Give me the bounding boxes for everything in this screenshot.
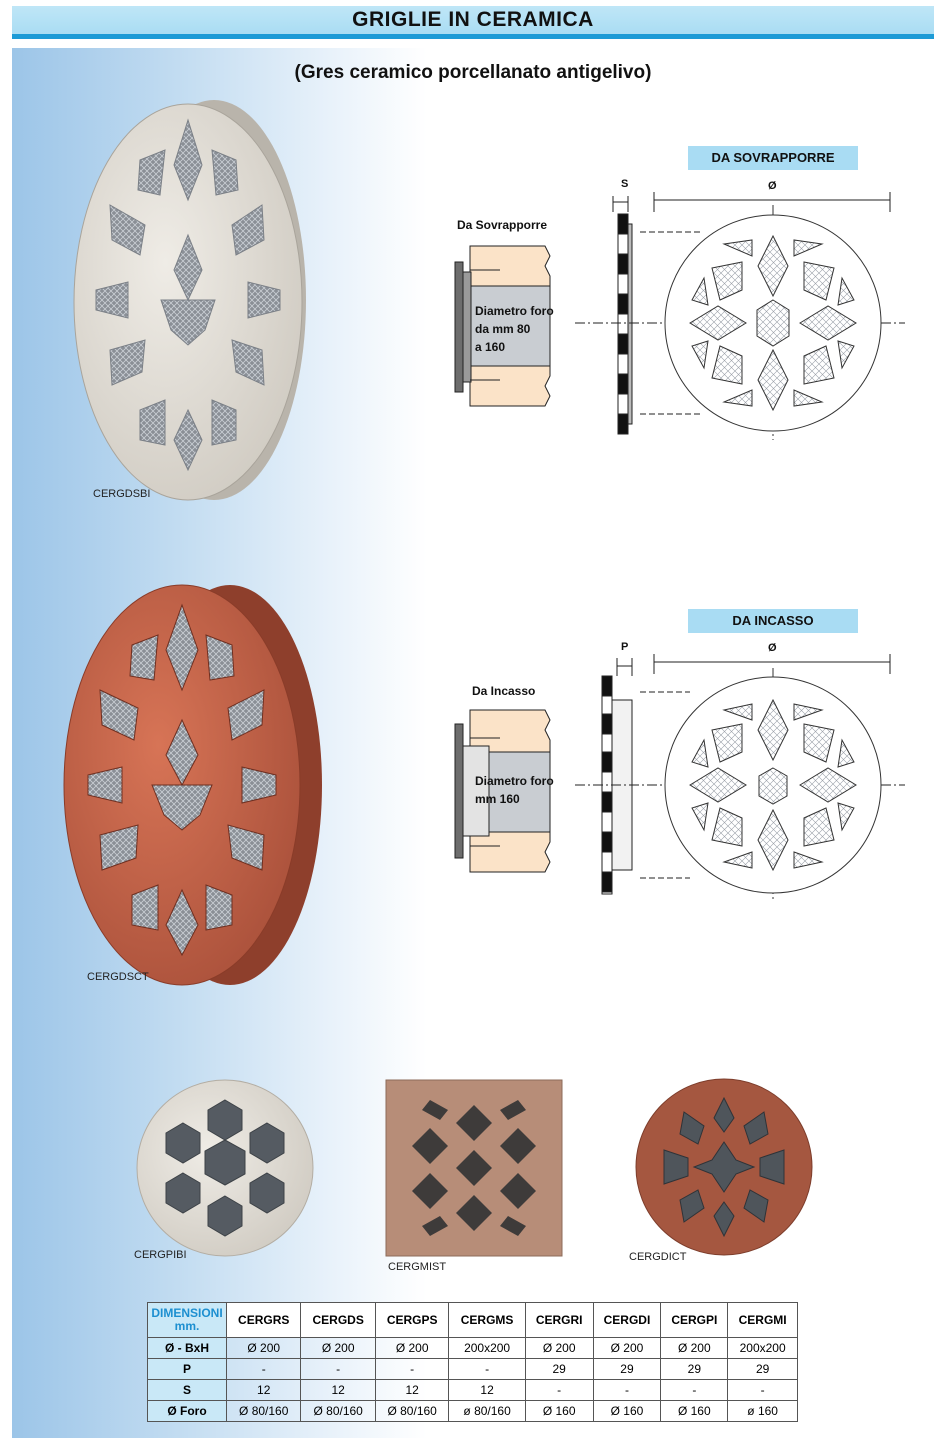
- col-header: CERGRS: [225, 1302, 302, 1338]
- table-cell: -: [448, 1358, 526, 1380]
- grille-ivory-large: [73, 100, 306, 501]
- table-cell: -: [524, 1379, 594, 1401]
- table-corner: DIMENSIONI mm.: [147, 1302, 227, 1338]
- header-band: [12, 6, 934, 36]
- product-code-cergdsbi: CERGDSBI: [93, 488, 151, 500]
- page-subtitle: (Gres ceramico porcellanato antigelivo): [294, 62, 652, 83]
- table-cell: -: [374, 1358, 450, 1380]
- product-code-cergdsct: CERGDSCT: [87, 971, 149, 983]
- table-cell: 12: [300, 1379, 376, 1401]
- table-cell: Ø 80/160: [225, 1400, 302, 1422]
- table-header-row: DIMENSIONI mm. CERGRS CERGDS CERGPS CERG…: [147, 1302, 798, 1338]
- table-cell: Ø 200: [524, 1337, 594, 1359]
- row-label: Ø - BxH: [147, 1337, 227, 1359]
- table-cell: 200x200: [727, 1337, 798, 1359]
- table-cell: Ø 80/160: [374, 1400, 450, 1422]
- row-label: S: [147, 1379, 227, 1401]
- table-cell: -: [592, 1379, 662, 1401]
- table-cell: Ø 160: [592, 1400, 662, 1422]
- table-cell: Ø 200: [225, 1337, 302, 1359]
- product-code-cergdict: CERGDICT: [629, 1251, 687, 1263]
- grille-terracotta-small: [635, 1078, 813, 1256]
- table-cell: Ø 200: [660, 1337, 729, 1359]
- caption-da-incasso: Da Incasso: [472, 684, 536, 698]
- table-row: P - - - - 29 29 29 29: [147, 1358, 798, 1380]
- col-header: CERGDS: [300, 1302, 376, 1338]
- table-cell: -: [660, 1379, 729, 1401]
- col-header: CERGRI: [524, 1302, 594, 1338]
- caption-da-sovrapporre: Da Sovrapporre: [457, 218, 548, 232]
- table-cell: 29: [524, 1358, 594, 1380]
- front-view-sovrapporre: [664, 205, 882, 440]
- table-cell: 200x200: [448, 1337, 526, 1359]
- tag-da-sovrapporre: DA SOVRAPPORRE: [688, 146, 858, 170]
- table-row: S 12 12 12 12 - - - -: [147, 1379, 798, 1401]
- section-view-sovrapporre: [454, 192, 905, 435]
- table-cell: -: [300, 1358, 376, 1380]
- dimensions-table: DIMENSIONI mm. CERGRS CERGDS CERGPS CERG…: [147, 1302, 798, 1422]
- col-header: CERGPS: [374, 1302, 450, 1338]
- col-header: CERGMI: [727, 1302, 798, 1338]
- table-cell: 29: [660, 1358, 729, 1380]
- table-cell: 29: [727, 1358, 798, 1380]
- hole-diameter-text-bottom: Diametro foro mm 160: [475, 774, 554, 806]
- table-cell: Ø 200: [592, 1337, 662, 1359]
- header-rule: [12, 34, 934, 39]
- hole-diameter-text-top: Diametro foro da mm 80 a 160: [475, 304, 554, 354]
- product-code-cergmist: CERGMIST: [388, 1261, 447, 1273]
- grille-terracotta-large: [63, 584, 322, 986]
- dim-s-label: S: [621, 178, 629, 190]
- table-cell: Ø 80/160: [300, 1400, 376, 1422]
- dim-p-label: P: [621, 641, 629, 653]
- table-cell: 12: [448, 1379, 526, 1401]
- product-code-cergpibi: CERGPIBI: [134, 1249, 187, 1261]
- table-cell: 12: [374, 1379, 450, 1401]
- grille-square-marble: [385, 1079, 563, 1257]
- table-cell: 12: [225, 1379, 302, 1401]
- grille-ivory-hexagon: [136, 1079, 314, 1257]
- table-cell: Ø 160: [660, 1400, 729, 1422]
- col-header: CERGMS: [448, 1302, 526, 1338]
- table-row: Ø - BxH Ø 200 Ø 200 Ø 200 200x200 Ø 200 …: [147, 1337, 798, 1359]
- front-view-incasso: [664, 668, 882, 900]
- col-header: CERGDI: [592, 1302, 662, 1338]
- table-cell: Ø 200: [300, 1337, 376, 1359]
- page-title: GRIGLIE IN CERAMICA: [352, 8, 594, 31]
- col-header: CERGPI: [660, 1302, 729, 1338]
- table-cell: ø 160: [727, 1400, 798, 1422]
- table-row: Ø Foro Ø 80/160 Ø 80/160 Ø 80/160 ø 80/1…: [147, 1400, 798, 1422]
- tag-da-incasso: DA INCASSO: [688, 609, 858, 633]
- table-cell: Ø 160: [524, 1400, 594, 1422]
- table-cell: ø 80/160: [448, 1400, 526, 1422]
- table-cell: 29: [592, 1358, 662, 1380]
- row-label: P: [147, 1358, 227, 1380]
- table-cell: -: [727, 1379, 798, 1401]
- table-cell: -: [225, 1358, 302, 1380]
- dim-diameter-label-bottom: Ø: [768, 642, 777, 654]
- dim-diameter-label-top: Ø: [768, 180, 777, 192]
- row-label: Ø Foro: [147, 1400, 227, 1422]
- table-cell: Ø 200: [374, 1337, 450, 1359]
